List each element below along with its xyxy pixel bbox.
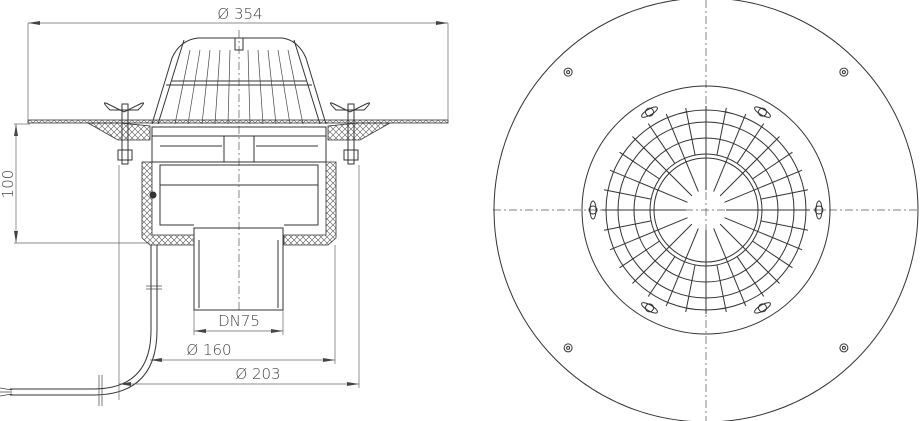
grate-bar (736, 123, 765, 164)
heating-cable-section (149, 191, 157, 199)
clamp-ring (581, 85, 831, 335)
wing-nut (641, 106, 658, 118)
wing-nut (754, 106, 771, 118)
wing-nut (754, 302, 771, 314)
grate-bar (619, 240, 660, 269)
dimension-body-diameter: Ø 160 (150, 245, 336, 364)
grate-bar (736, 256, 765, 297)
grate (602, 106, 810, 314)
wing-nut (814, 200, 824, 220)
grate-bar (619, 151, 660, 180)
grate-bar (647, 256, 676, 297)
grate-bar (760, 220, 809, 231)
dimension-outer-diameter: Ø 354 (27, 5, 449, 120)
grate-bar (719, 136, 780, 197)
grate-bar (603, 220, 652, 231)
grate-bar (632, 223, 693, 284)
dimension-label-203: Ø 203 (235, 365, 280, 383)
grate-bar (713, 113, 747, 192)
dimension-label-160: Ø 160 (186, 341, 231, 359)
clamp-right (327, 122, 392, 141)
mounting-hole (839, 67, 849, 77)
mounting-holes (563, 67, 849, 353)
grate-bar (665, 113, 699, 192)
dimension-height: 100 (0, 123, 150, 244)
grate-bar (632, 136, 693, 197)
dome-grate (151, 37, 327, 125)
dimension-label-100: 100 (0, 170, 17, 199)
grate-bar (609, 169, 688, 203)
wing-nut (588, 200, 598, 220)
grate-bar (719, 223, 780, 284)
top-view (493, 0, 920, 421)
mounting-hole (839, 343, 849, 353)
wing-nut-right (330, 102, 370, 165)
dimension-label-dn75: DN75 (218, 312, 260, 330)
grate-bar (724, 217, 803, 251)
wing-nut (641, 302, 658, 314)
grate-bar (752, 240, 793, 269)
outlet-pipe (193, 227, 284, 311)
membrane-outline (493, 0, 919, 421)
grate-bar (647, 123, 676, 164)
grate-bar (603, 189, 652, 200)
grate-bar (760, 189, 809, 200)
grate-bar (716, 264, 727, 313)
dimension-clamp-diameter: Ø 203 (118, 165, 360, 400)
mounting-hole (563, 343, 573, 353)
grate-bar (724, 169, 803, 203)
dimension-label-354: Ø 354 (217, 5, 262, 23)
wing-nut-left (104, 102, 144, 165)
mounting-hole (563, 67, 573, 77)
membrane-flange (27, 119, 449, 124)
grate-bar (665, 228, 699, 307)
heating-cable (0, 245, 162, 406)
side-view-section: Ø 354 100 DN75 Ø 160 Ø 203 (0, 5, 449, 406)
grate-bar (685, 107, 696, 156)
grate-bar (685, 264, 696, 313)
grate-bar (609, 217, 688, 251)
grate-bar (752, 151, 793, 180)
grate-bar (716, 107, 727, 156)
dimension-pipe: DN75 (193, 310, 284, 335)
clamp-bolts (588, 106, 824, 314)
drain-body (141, 161, 337, 246)
grate-bar (713, 228, 747, 307)
clamp-left (86, 122, 151, 141)
upper-insert (151, 126, 327, 186)
